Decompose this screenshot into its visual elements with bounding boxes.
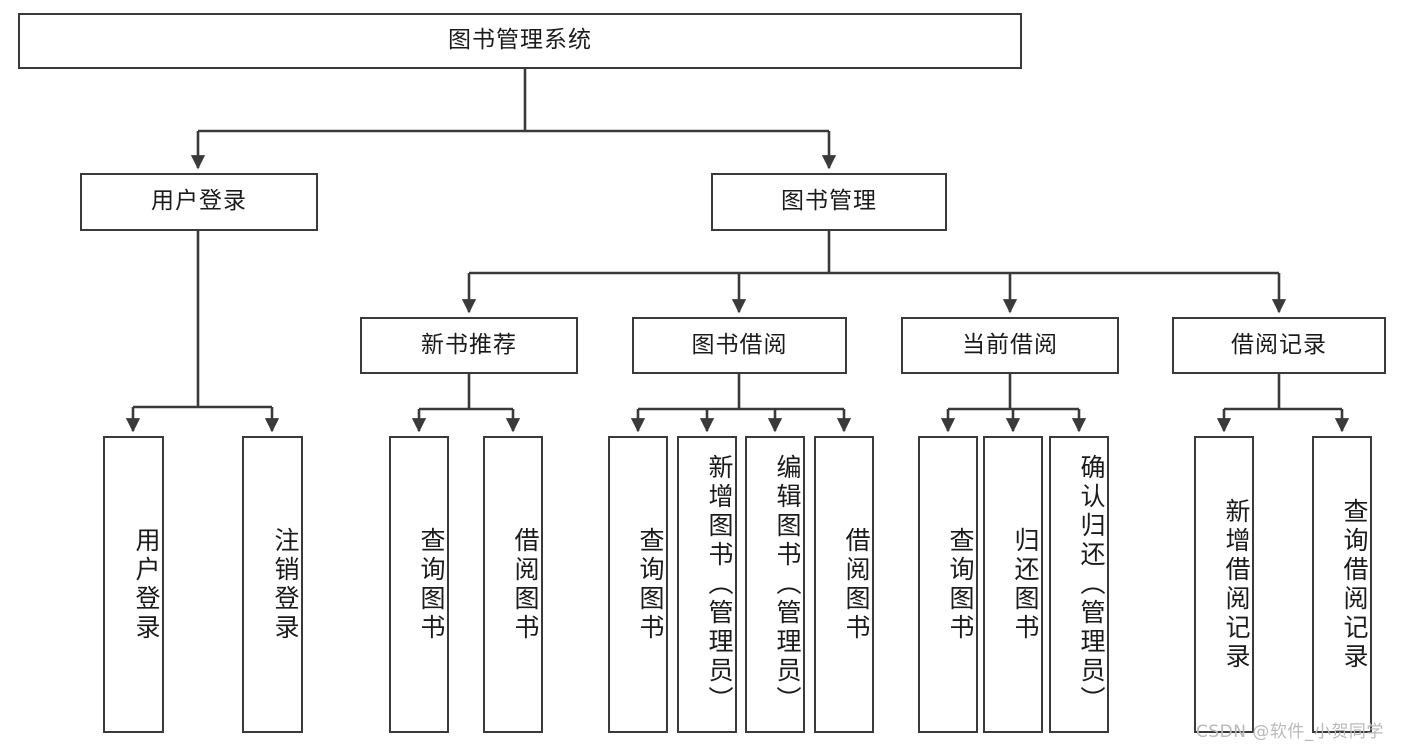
node-current-borrow[interactable]: 当前借阅 (901, 317, 1119, 374)
leaf-return-book[interactable]: 归还图书 (983, 436, 1043, 733)
node-new-book-recommend[interactable]: 新书推荐 (360, 317, 578, 374)
leaf-add-book-admin[interactable]: 新增图书（管理员） (677, 436, 737, 733)
leaf-edit-book-admin[interactable]: 编辑图书（管理员） (745, 436, 805, 733)
node-user-login[interactable]: 用户登录 (80, 173, 318, 231)
leaf-add-borrow-record[interactable]: 新增借阅记录 (1194, 436, 1254, 733)
node-book-management[interactable]: 图书管理 (711, 173, 947, 231)
csdn-watermark: CSDN @软件_小贺同学 (1196, 722, 1384, 742)
node-borrow-record[interactable]: 借阅记录 (1172, 317, 1386, 374)
leaf-borrow-book-newbook[interactable]: 借阅图书 (483, 436, 543, 733)
leaf-query-borrow-record[interactable]: 查询借阅记录 (1312, 436, 1372, 733)
leaf-query-book-current[interactable]: 查询图书 (918, 436, 978, 733)
leaf-query-book-newbook[interactable]: 查询图书 (389, 436, 449, 733)
leaf-user-login[interactable]: 用户登录 (103, 436, 164, 733)
node-root[interactable]: 图书管理系统 (18, 13, 1022, 69)
leaf-logout[interactable]: 注销登录 (242, 436, 303, 733)
leaf-query-book-borrow[interactable]: 查询图书 (608, 436, 668, 733)
node-book-borrow[interactable]: 图书借阅 (632, 317, 847, 374)
leaf-confirm-return-admin[interactable]: 确认归还（管理员） (1049, 436, 1109, 733)
leaf-borrow-book[interactable]: 借阅图书 (814, 436, 874, 733)
